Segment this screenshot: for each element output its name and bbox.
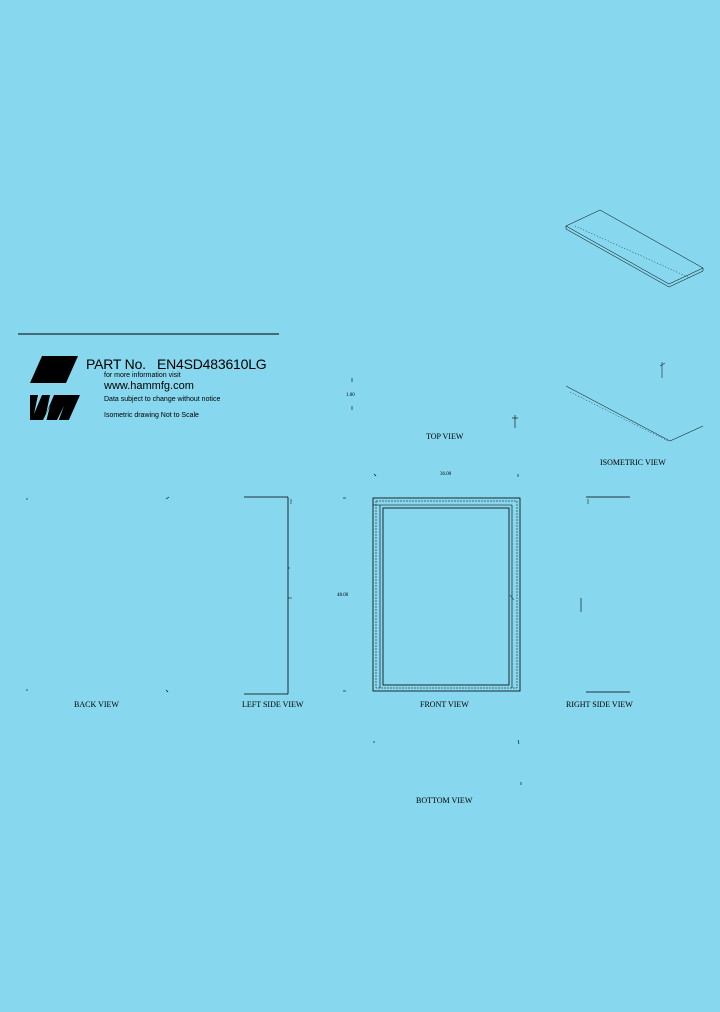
back-view-label: BACK VIEW [74,700,119,709]
right-side-view-label: RIGHT SIDE VIEW [566,700,633,709]
back-view-lines [26,496,170,693]
isometric-panel-bottom [565,362,704,442]
front-view-dimension-lines [343,473,519,692]
top-view-label: TOP VIEW [426,432,464,441]
left-side-view-label: LEFT SIDE VIEW [242,700,304,709]
front-height-dimension: 48.00 [337,593,349,598]
isometric-panel-top [565,209,704,288]
bottom-view-lines [373,739,522,785]
part-number: EN4SD483610LG [157,356,267,372]
left-side-view-lines [244,496,292,695]
front-view-label: FRONT VIEW [420,700,469,709]
scale-note: Isometric drawing Not to Scale [104,412,199,419]
part-label: PART No. [86,356,146,372]
company-logo [30,356,80,420]
notice-text: Data subject to change without notice [104,396,221,403]
bottom-view-label: BOTTOM VIEW [416,796,473,805]
info-line: for more information visit [104,372,181,379]
front-view-frame [372,497,521,692]
isometric-view-label: ISOMETRIC VIEW [600,458,666,467]
top-view-lines [351,378,518,428]
website-link[interactable]: www.hammfg.com [104,380,194,392]
right-side-view-lines [580,496,630,693]
top-depth-dimension: 1.00 [346,393,355,398]
front-width-dimension: 36.00 [440,472,452,477]
